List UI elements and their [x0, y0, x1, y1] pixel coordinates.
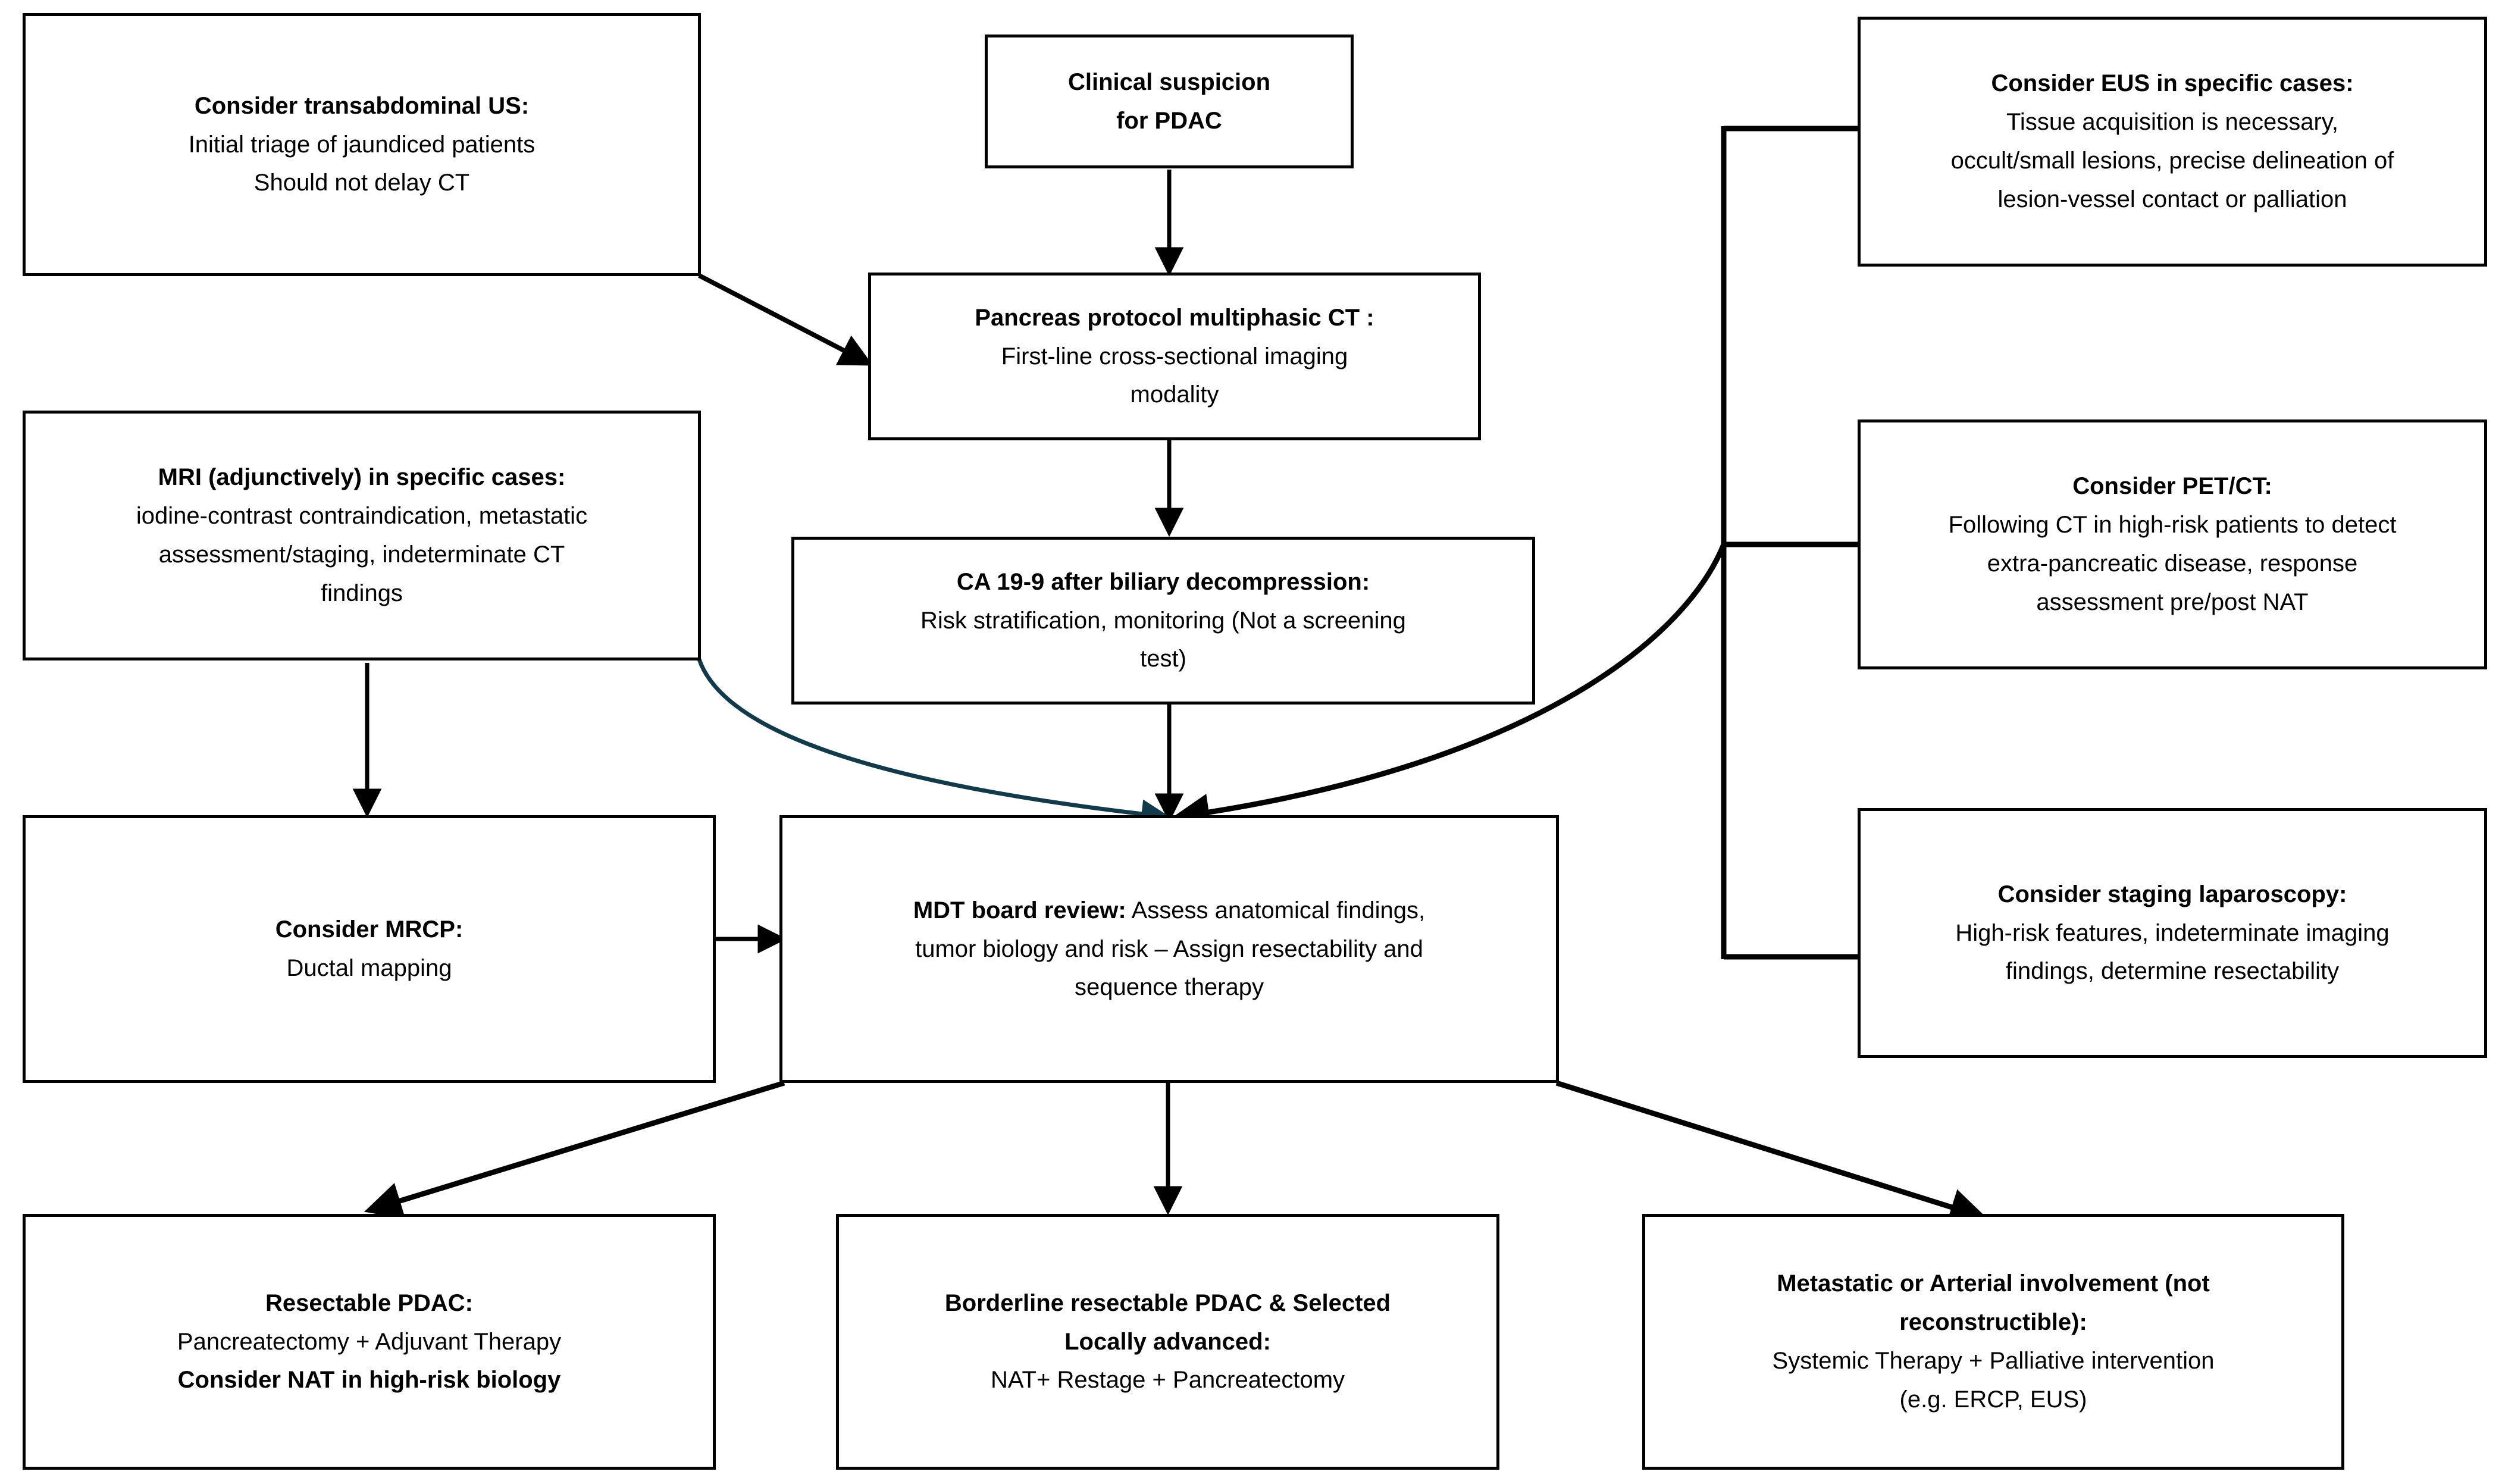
node-ca19-9[interactable]: CA 19-9 after biliary decompression: Ris… [791, 537, 1535, 705]
node-line: Initial triage of jaundiced patients [188, 131, 536, 158]
mdt-lead-label: MDT board review: [913, 897, 1126, 923]
node-line: Consider EUS in specific cases: [1991, 70, 2354, 97]
node-line: tumor biology and risk – Assign resectab… [915, 935, 1423, 962]
node-line: Clinical suspicion [1067, 68, 1271, 95]
edge-us-to-ct [698, 273, 873, 366]
node-line: Should not delay CT [253, 170, 470, 196]
edge-mdt-to-metastatic [1555, 1080, 1988, 1225]
node-line: First-line cross-sectional imaging [1001, 343, 1348, 370]
node-staging-laparoscopy[interactable]: Consider staging laparoscopy: High-risk … [1858, 808, 2487, 1058]
node-line: Ductal mapping [286, 955, 452, 981]
node-line: Pancreatectomy + Adjuvant Therapy [177, 1328, 562, 1355]
node-line: NAT+ Restage + Pancreatectomy [990, 1367, 1345, 1394]
node-mri[interactable]: MRI (adjunctively) in specific cases: io… [23, 411, 701, 660]
node-line: assessment/staging, indeterminate CT [158, 541, 565, 568]
node-line: Tissue acquisition is necessary, [2006, 109, 2338, 136]
node-pet-ct[interactable]: Consider PET/CT: Following CT in high-ri… [1858, 419, 2487, 669]
node-line: Consider MRCP: [275, 916, 464, 943]
node-line: sequence therapy [1074, 974, 1264, 1001]
node-resectable-pdac[interactable]: Resectable PDAC: Pancreatectomy + Adjuva… [23, 1214, 716, 1470]
node-line: Risk stratification, monitoring (Not a s… [920, 607, 1406, 634]
node-line: lesion-vessel contact or palliation [1997, 186, 2347, 212]
node-eus[interactable]: Consider EUS in specific cases: Tissue a… [1858, 17, 2487, 267]
node-clinical-suspicion[interactable]: Clinical suspicion for PDAC [985, 35, 1354, 168]
node-line: for PDAC [1116, 107, 1222, 134]
node-line: Resectable PDAC: [265, 1289, 473, 1316]
node-line: Consider NAT in high-risk biology [177, 1367, 561, 1394]
node-line: extra-pancreatic disease, response [1987, 550, 2358, 577]
node-transabdominal-us[interactable]: Consider transabdominal US: Initial tria… [23, 13, 701, 276]
node-line: test) [1140, 646, 1186, 672]
node-line: findings, determine resectability [2005, 958, 2340, 985]
node-line: CA 19-9 after biliary decompression: [956, 568, 1370, 595]
edge-mdt-to-resectable [364, 1080, 785, 1219]
node-line: (e.g. ERCP, EUS) [1899, 1386, 2087, 1413]
node-line: modality [1130, 381, 1219, 408]
node-pancreas-protocol-ct[interactable]: Pancreas protocol multiphasic CT : First… [868, 273, 1481, 440]
node-line: findings [321, 580, 403, 606]
node-mdt-board-review[interactable]: MDT board review: Assess anatomical find… [779, 815, 1559, 1083]
node-borderline-resectable-pdac[interactable]: Borderline resectable PDAC & Selected Lo… [836, 1214, 1499, 1470]
node-mrcp[interactable]: Consider MRCP: Ductal mapping [23, 815, 716, 1083]
node-line: MRI (adjunctively) in specific cases: [158, 464, 566, 491]
mdt-line-1: MDT board review: Assess anatomical find… [793, 891, 1545, 930]
node-line: reconstructible): [1899, 1309, 2087, 1336]
node-line: Consider PET/CT: [2072, 473, 2272, 500]
node-line: Borderline resectable PDAC & Selected [944, 1289, 1391, 1316]
mdt-line-1-rest: Assess anatomical findings, [1126, 897, 1426, 923]
node-line: Pancreas protocol multiphasic CT : [975, 304, 1374, 331]
node-line: Consider transabdominal US: [194, 92, 530, 119]
node-line: iodine-contrast contraindication, metast… [136, 503, 588, 530]
node-line: occult/small lesions, precise delineatio… [1950, 148, 2394, 174]
node-metastatic-arterial[interactable]: Metastatic or Arterial involvement (not … [1642, 1214, 2344, 1470]
node-line: Systemic Therapy + Palliative interventi… [1772, 1348, 2215, 1374]
node-line: High-risk features, indeterminate imagin… [1955, 919, 2390, 946]
node-line: assessment pre/post NAT [2036, 588, 2309, 615]
node-line: Following CT in high-risk patients to de… [1948, 512, 2397, 539]
node-line: Consider staging laparoscopy: [1997, 881, 2347, 907]
node-line: Metastatic or Arterial involvement (not [1777, 1270, 2210, 1297]
node-line: Locally advanced: [1064, 1328, 1271, 1355]
